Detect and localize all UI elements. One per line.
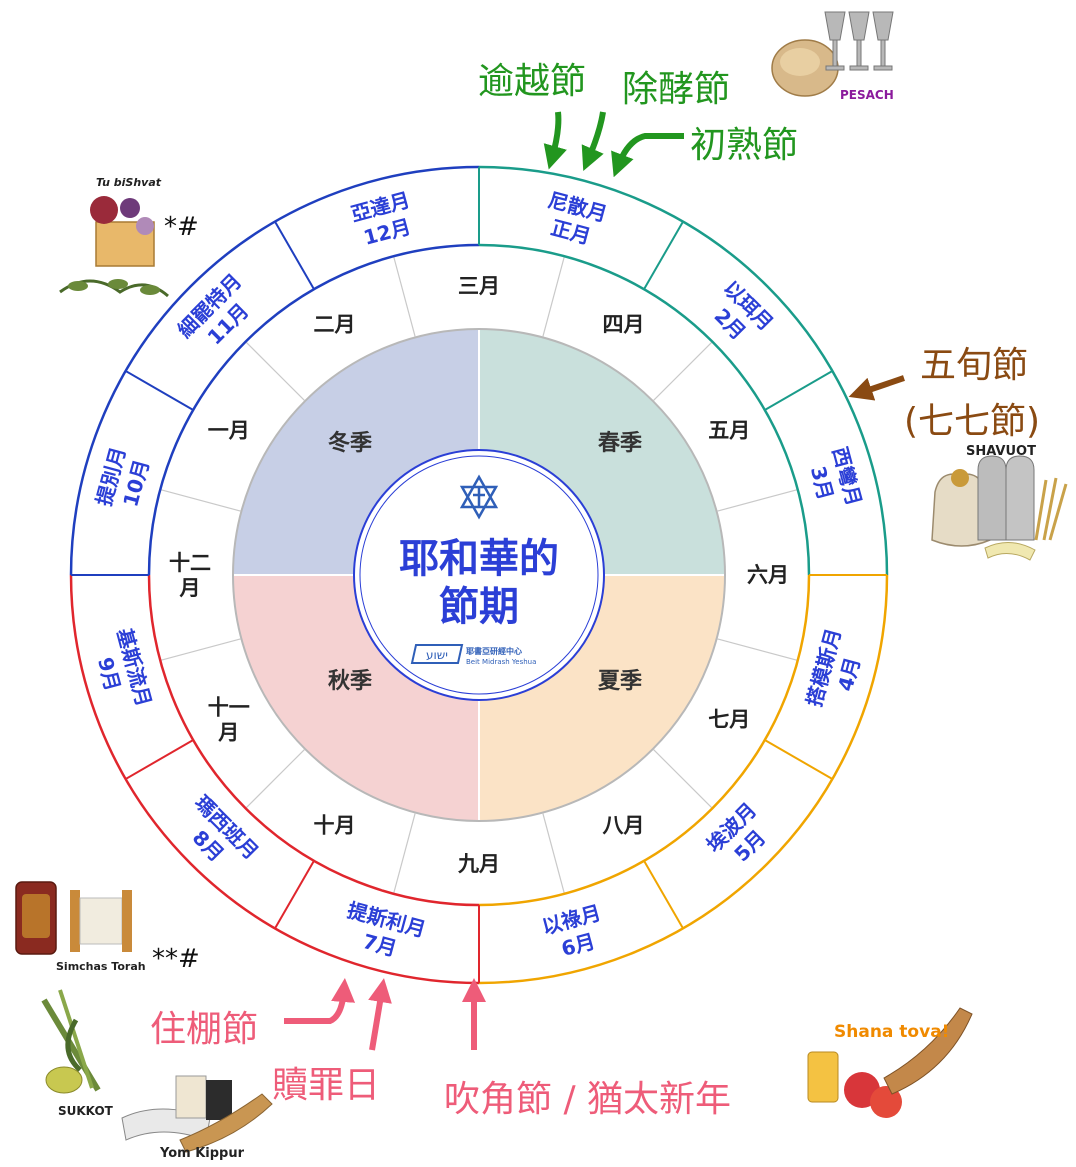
svg-text:以祿月6月: 以祿月6月 xyxy=(539,900,610,964)
sukkot-illustration xyxy=(41,989,101,1094)
outer-month-6: 以祿月6月 xyxy=(539,900,610,964)
unleavened-bread-label: 除酵節 xyxy=(622,69,731,110)
shana-tova-caption: Shana tova! xyxy=(834,1022,950,1042)
inner-month-12: 二月 xyxy=(314,313,356,337)
shavuot-illustration xyxy=(931,455,1068,561)
firstfruits-label: 初熟節 xyxy=(690,125,799,166)
shavuot-caption: SHAVUOT xyxy=(966,444,1036,459)
tubishvat-illustration xyxy=(59,196,169,298)
beit-midrash-logo: ישוע 耶書亞研經中心 Beit Midrash Yeshua xyxy=(410,644,536,666)
logo-en: Beit Midrash Yeshua xyxy=(466,658,536,666)
tubishvat-caption: Tu biShvat xyxy=(96,176,161,189)
outer-month-7: 提斯利月7月 xyxy=(338,898,428,967)
passover-label: 逾越節 xyxy=(478,61,587,102)
outer-month-12: 亞達月12月 xyxy=(348,188,419,252)
simchas-caption: Simchas Torah xyxy=(56,960,146,973)
inner-month-8: 十月 xyxy=(314,813,356,837)
inner-month-1: 三月 xyxy=(458,274,500,298)
outer-month-3: 西彎月3月 xyxy=(803,444,867,515)
shana-tova-illustration xyxy=(807,1007,973,1118)
trumpets-label: 吹角節 / 猶太新年 xyxy=(444,1079,732,1120)
pesach-caption: PESACH xyxy=(840,88,894,102)
pentecost-label: 五旬節 xyxy=(920,345,1029,386)
svg-text:尼散月正月: 尼散月正月 xyxy=(539,188,610,252)
yom-kippur-caption: Yom Kippur xyxy=(160,1146,245,1161)
inner-month-6: 八月 xyxy=(603,813,645,837)
season-label-spring: 春季 xyxy=(598,431,642,456)
svg-text:基斯流月9月: 基斯流月9月 xyxy=(87,626,156,716)
atonement-label: 贖罪日 xyxy=(272,1065,381,1106)
tubishvat-mark: *# xyxy=(164,212,199,242)
outer-month-1: 尼散月正月 xyxy=(539,188,610,252)
star-of-david-icon xyxy=(459,474,499,520)
season-label-winter: 冬季 xyxy=(328,430,372,456)
logo-cn: 耶書亞研經中心 xyxy=(466,646,522,656)
outer-month-4: 搭模斯月4月 xyxy=(802,626,871,716)
inner-month-4: 六月 xyxy=(747,563,789,587)
inner-month-5: 七月 xyxy=(708,708,750,732)
inner-month-2: 四月 xyxy=(603,313,645,337)
inner-month-11: 一月 xyxy=(208,419,250,443)
svg-text:提別月10月: 提別月10月 xyxy=(92,444,156,515)
center-title-line1: 耶和華的 xyxy=(399,536,559,582)
logo-hebrew: ישוע xyxy=(426,648,448,662)
simchas-torah-illustration xyxy=(15,881,132,955)
weeks-label: (七七節) xyxy=(904,401,1041,442)
sukkot-caption: SUKKOT xyxy=(58,1104,113,1118)
inner-month-10: 十二月 xyxy=(169,551,211,600)
svg-text:西彎月3月: 西彎月3月 xyxy=(803,444,867,515)
simchas-mark: **# xyxy=(152,944,200,974)
yom-kippur-illustration xyxy=(121,1075,273,1153)
svg-text:搭模斯月4月: 搭模斯月4月 xyxy=(802,626,871,716)
svg-text:提斯利月7月: 提斯利月7月 xyxy=(338,898,428,967)
season-label-autumn: 秋季 xyxy=(328,669,372,694)
outer-month-10: 提別月10月 xyxy=(92,444,156,515)
outer-month-9: 基斯流月9月 xyxy=(87,626,156,716)
inner-month-7: 九月 xyxy=(457,852,500,876)
center-title-line2: 節期 xyxy=(439,584,519,630)
inner-month-9: 十一月 xyxy=(208,696,250,745)
season-label-summer: 夏季 xyxy=(598,669,642,694)
inner-month-3: 五月 xyxy=(708,419,750,443)
svg-text:亞達月12月: 亞達月12月 xyxy=(348,188,419,252)
pesach-illustration xyxy=(771,11,894,97)
tabernacles-label: 住棚節 xyxy=(150,1009,259,1050)
